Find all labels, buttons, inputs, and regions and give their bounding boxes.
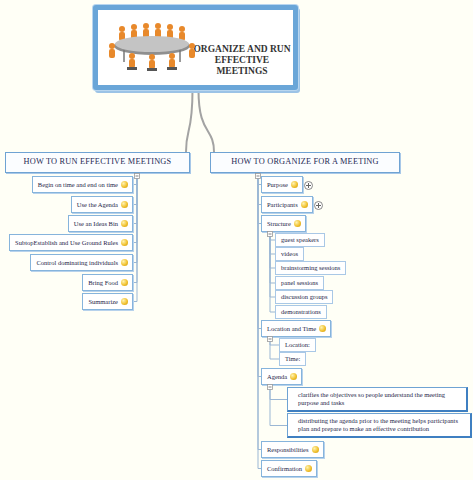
node-text: distributing the agenda prior to the mee… [298,417,458,432]
central-topic: ORGANIZE AND RUN EFFECTIVE MEETINGS [93,5,298,90]
node-text: videos [281,250,298,257]
topic-box: Agenda [261,368,302,385]
topic-box: Participants [261,196,313,213]
topic-box: Structure [261,215,306,232]
node-text: brainstorming sessions [281,264,340,271]
node-text: HOW TO ORGANIZE FOR A MEETING [231,157,379,166]
note-icon [290,373,297,380]
topic-box: Use an Ideas Bin [68,215,133,232]
topic-box: Begin on time and end on time [32,176,133,193]
node-text: panel sessions [281,279,318,286]
subtopic-box: panel sessions [275,276,324,290]
node-text: Structure [267,220,291,227]
subtopic-box: discussion groups [275,290,333,304]
node-text: clarifies the objectives so people under… [298,391,445,406]
note-icon [121,298,128,305]
node-text: Participants [267,201,298,208]
topic-box: Control dominating individuals [30,254,133,271]
connector [133,173,137,185]
note-icon [294,220,301,227]
topic-box: Bring Food [82,274,133,291]
expand-marker [314,201,323,210]
note-icon [121,279,128,286]
note-icon [312,446,319,453]
connector [270,337,279,359]
note-icon [305,465,312,472]
topic-box: SubtopEstablish and Use Ground Rules [9,234,133,251]
node-text: Purpose [267,181,288,188]
topic-box: Location and Time [261,320,331,337]
note-icon [121,259,128,266]
node-text: discussion groups [281,293,327,300]
node-text: HOW TO RUN EFFECTIVE MEETINGS [24,157,172,166]
note-box: clarifies the objectives so people under… [287,387,468,412]
note-box: distributing the agenda prior to the mee… [287,413,472,438]
node-text: Confirmation [267,465,302,472]
note-icon [291,181,298,188]
topic-box: Use the Agenda [71,196,133,213]
subtopic-box: videos [275,247,304,261]
note-icon [121,201,128,208]
connector [270,385,287,426]
connector [270,385,287,400]
topic-box: Purpose [261,176,303,193]
collapse-minus [136,176,272,387]
subtopic-box: brainstorming sessions [275,261,346,275]
connector [133,173,137,224]
node-text: ORGANIZE AND RUN EFFECTIVE MEETINGS [190,44,294,77]
node-text: Bring Food [88,279,118,286]
node-text: SubtopEstablish and Use Ground Rules [15,239,118,246]
collapse-marker [135,174,273,390]
topic-box: Confirmation [261,460,317,477]
main-branch: HOW TO ORGANIZE FOR A MEETING [210,152,400,173]
node-text: Responsibilities [267,446,309,453]
node-text: Use the Agenda [77,201,118,208]
node-text: Location: [285,341,310,348]
node-text: Use an Ideas Bin [74,220,118,227]
note-icon [121,181,128,188]
node-text: Begin on time and end on time [38,181,118,188]
connector [133,173,137,263]
node-text: demonstrations [281,308,321,315]
subtopic-box: demonstrations [275,305,327,319]
connector [133,173,137,283]
subtopic-box: Location: [279,338,316,352]
subtopic-box: guest speakers [275,233,325,247]
topic-box: Responsibilities [261,441,324,458]
note-icon [121,220,128,227]
note-icon [121,239,128,246]
note-icon [301,201,308,208]
node-text: Agenda [267,373,287,380]
connector [133,173,137,205]
node-text: Summarize [88,298,118,305]
subtopic-box: Time: [279,352,306,366]
main-branch: HOW TO RUN EFFECTIVE MEETINGS [5,152,190,173]
connector [186,90,193,152]
connector [270,337,279,345]
node-text: guest speakers [281,236,319,243]
node-text: Location and Time [267,325,316,332]
topic-box: Summarize [82,293,133,310]
node-text: Time: [285,355,300,362]
expand-marker [304,181,313,190]
note-icon [319,325,326,332]
connector [133,173,137,302]
connector [199,90,215,152]
connector [133,173,137,243]
node-text: Control dominating individuals [36,259,118,266]
